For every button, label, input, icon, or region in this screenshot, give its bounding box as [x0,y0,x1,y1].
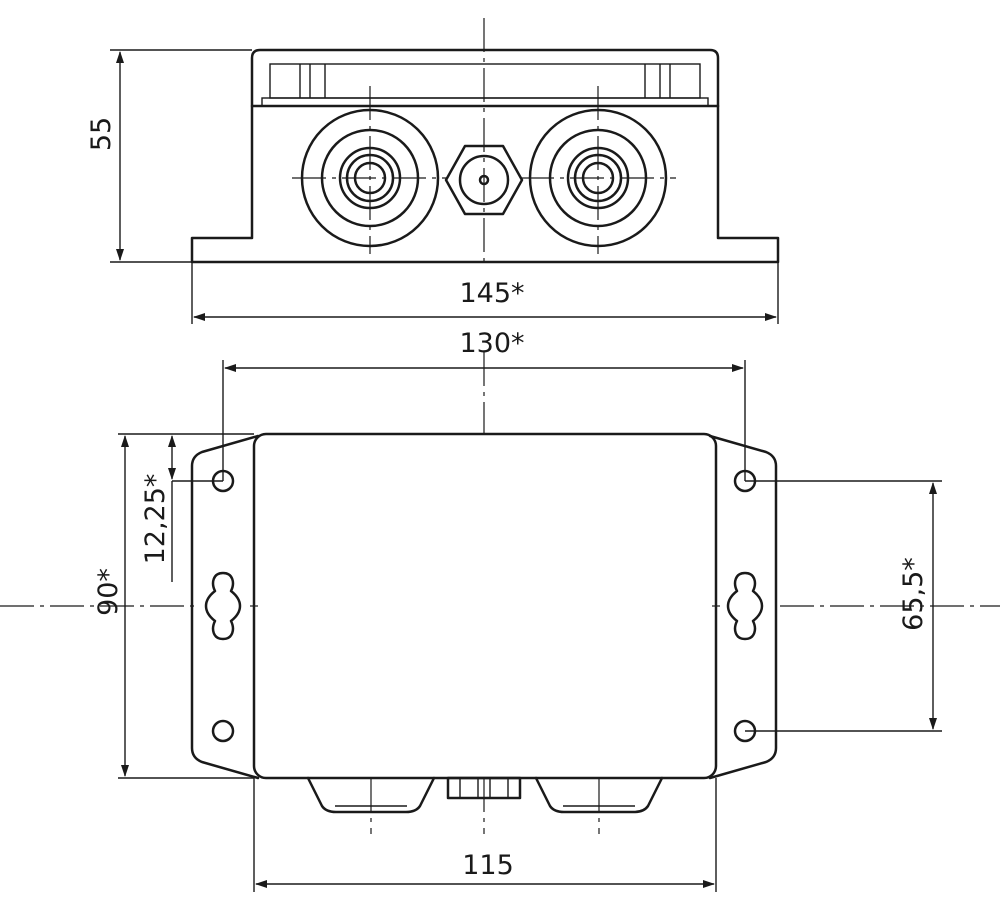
left-mounting-flange [190,434,260,780]
dimension-115: 115 [253,778,717,892]
label-90: 90* [93,568,124,616]
dimension-12-25: 12,25* [140,435,223,582]
dimension-90: 90* [93,433,254,779]
keyhole-slot-left [204,571,242,641]
label-12-25: 12,25* [140,474,171,565]
label-55: 55 [86,117,117,151]
keyhole-slot-right [726,571,764,641]
box-body [252,432,718,780]
dimension-65-5: 65,5* [745,480,942,732]
dimension-55: 55 [86,49,252,263]
right-cable-gland [520,86,676,254]
top-view: 130* 90* 12,25* 65,5* 115 [0,328,1000,892]
label-115: 115 [462,850,514,881]
bottom-glands [306,776,664,834]
dimension-145: 145* [191,262,779,324]
mounting-hole-bottom-left [211,719,235,743]
label-130: 130* [459,328,524,359]
front-view-outline [190,48,780,264]
front-view: 55 145* [86,18,780,324]
dimension-130: 130* [222,328,746,481]
right-mounting-flange [708,434,778,780]
label-65-5: 65,5* [898,557,929,631]
left-cable-gland [292,86,448,254]
label-145: 145* [459,278,524,309]
lid-top [269,63,701,99]
